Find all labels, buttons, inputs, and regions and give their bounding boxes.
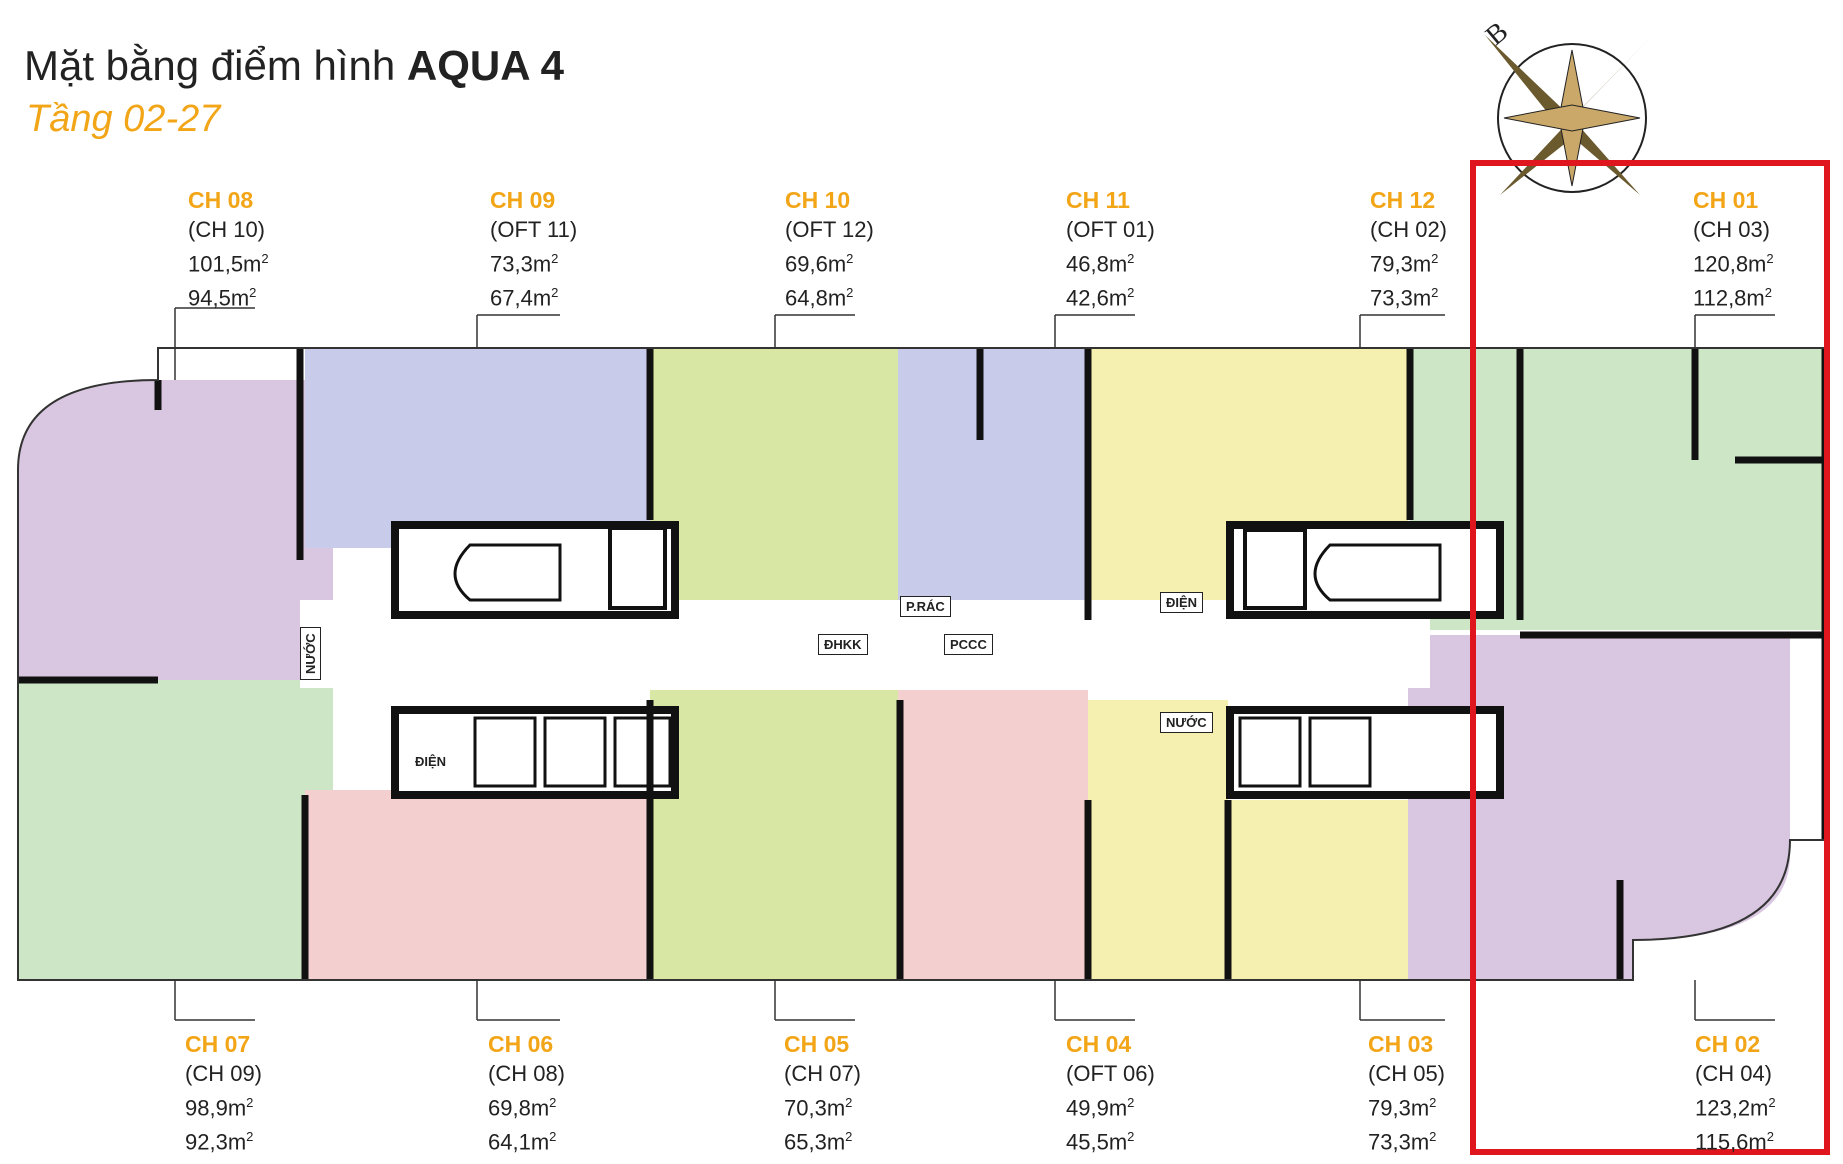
core-left <box>391 521 679 619</box>
room-pccc: PCCC <box>944 634 993 655</box>
apartment-ch06 <box>305 790 650 980</box>
apartment-ch03 <box>1228 800 1408 980</box>
leader-lines <box>174 307 1775 1021</box>
page-title: Mặt bằng điểm hình AQUA 4 <box>24 42 565 89</box>
structural-walls <box>18 348 1829 980</box>
page-subtitle: Tầng 02-27 <box>26 98 221 140</box>
apartment-ch09 <box>305 348 650 548</box>
room-nuoc-right: NƯỚC <box>1160 712 1213 733</box>
apartment-ch04-a <box>898 690 1088 980</box>
room-dien-left: ĐIỆN <box>415 754 447 769</box>
apartment-ch04-b <box>1088 700 1228 980</box>
room-dhkk: ĐHKK <box>818 634 868 655</box>
apartment-ch07 <box>18 680 333 980</box>
apartment-ch05 <box>650 690 900 980</box>
room-p-rac: P.RÁC <box>900 596 951 617</box>
compass-rose-icon <box>1485 35 1650 195</box>
unit-label-ch05: CH 05(CH 07) 70,3m2 65,3m2 <box>784 1031 862 1155</box>
unit-label-ch03: CH 03(CH 05) 79,3m2 73,3m2 <box>1368 1031 1446 1155</box>
unit-label-ch06: CH 06(CH 08) 69,8m2 64,1m2 <box>488 1031 566 1155</box>
unit-label-ch09: CH 09(OFT 11) 73,3m2 67,4m2 <box>490 187 578 311</box>
apartment-ch02 <box>1408 635 1790 980</box>
room-dien-right: ĐIỆN <box>1160 592 1204 613</box>
apartment-ch11 <box>898 348 1088 630</box>
core-right <box>1226 521 1504 619</box>
room-nuoc-left: NƯỚC <box>300 627 321 680</box>
building-outline <box>17 347 1826 981</box>
unit-label-ch04: CH 04(OFT 06) 49,9m2 45,5m2 <box>1066 1031 1155 1155</box>
compass-north-letter: B <box>1480 16 1514 52</box>
unit-label-ch07: CH 07(CH 09) 98,9m2 92,3m2 <box>185 1031 263 1155</box>
apartment-ch10 <box>650 348 900 630</box>
unit-label-ch12: CH 12(CH 02) 79,3m2 73,3m2 <box>1370 187 1448 311</box>
unit-label-ch08: CH 08(CH 10) 101,5m2 94,5m2 <box>188 187 269 311</box>
apartment-ch08 <box>18 380 333 680</box>
unit-label-ch01: CH 01(CH 03) 120,8m2 112,8m2 <box>1693 187 1774 311</box>
lift-core-lower-right <box>1226 706 1504 799</box>
highlight-frame <box>1470 160 1830 1155</box>
lift-core-lower-left <box>391 706 679 799</box>
unit-label-ch10: CH 10(OFT 12) 69,6m2 64,8m2 <box>785 187 874 311</box>
unit-label-ch11: CH 11(OFT 01) 46,8m2 42,6m2 <box>1066 187 1155 311</box>
unit-label-ch02: CH 02(CH 04) 123,2m2 115,6m2 <box>1695 1031 1776 1155</box>
